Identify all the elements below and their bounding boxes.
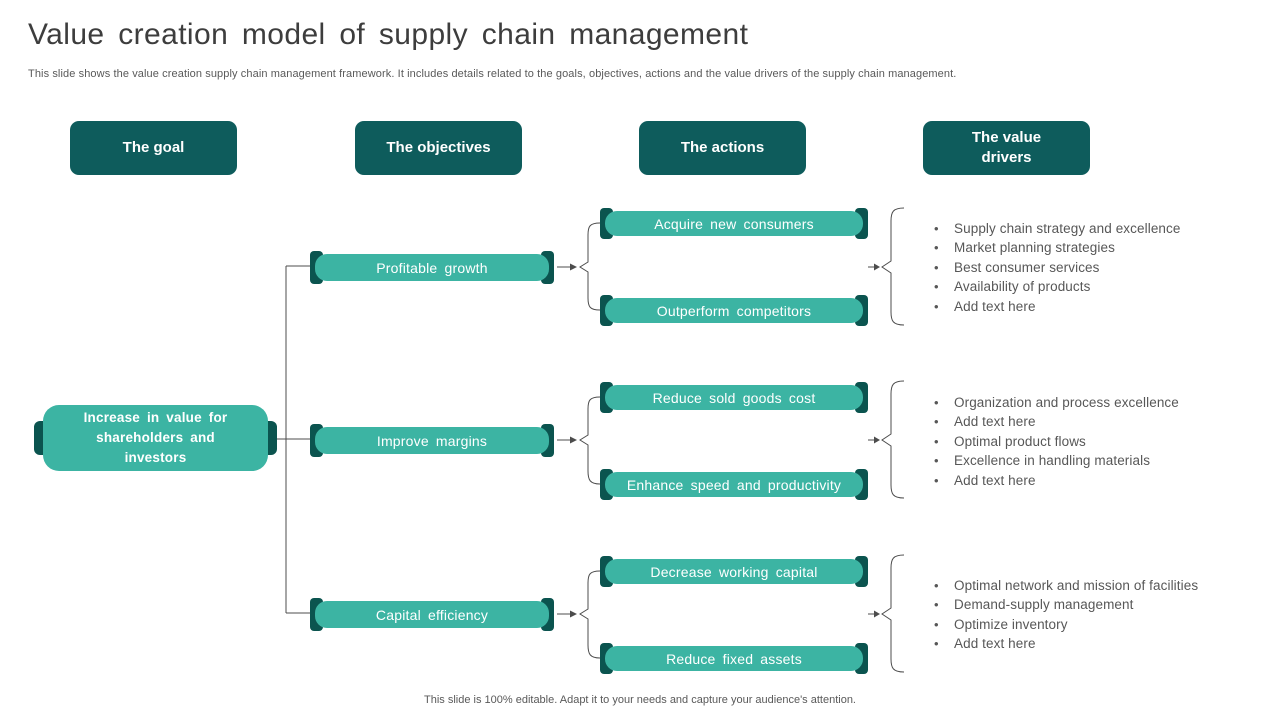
driver-item: Supply chain strategy and excellence bbox=[932, 219, 1232, 239]
goal-box-label: Increase in value for shareholders and i… bbox=[43, 405, 268, 471]
brace-right-2 bbox=[881, 380, 905, 499]
slide-subtitle: This slide shows the value creation supp… bbox=[28, 68, 957, 80]
driver-item: Organization and process excellence bbox=[932, 393, 1232, 413]
driver-item: Best consumer services bbox=[932, 258, 1232, 278]
driver-item: Availability of products bbox=[932, 277, 1232, 297]
action-box-acquire-new-consumers[interactable]: Acquire new consumers bbox=[600, 208, 868, 239]
driver-item: Market planning strategies bbox=[932, 238, 1232, 258]
driver-item: Demand-supply management bbox=[932, 595, 1232, 615]
brace-left-2 bbox=[579, 396, 601, 485]
objective-label: Profitable growth bbox=[315, 254, 549, 281]
driver-item: Add text here bbox=[932, 412, 1232, 432]
objective-box-improve-margins[interactable]: Improve margins bbox=[310, 424, 554, 457]
goal-box[interactable]: Increase in value for shareholders and i… bbox=[34, 405, 277, 471]
objective-box-capital-efficiency[interactable]: Capital efficiency bbox=[310, 598, 554, 631]
actions-arrow-2 bbox=[868, 436, 880, 444]
page-title: Value creation model of supply chain man… bbox=[28, 18, 749, 51]
objective-label: Capital efficiency bbox=[315, 601, 549, 628]
value-drivers-list-1: Supply chain strategy and excellence Mar… bbox=[932, 219, 1232, 316]
driver-item: Optimize inventory bbox=[932, 615, 1232, 635]
brace-left-1 bbox=[579, 222, 601, 311]
brace-left-3 bbox=[579, 570, 601, 659]
driver-item: Add text here bbox=[932, 471, 1232, 491]
objective-label: Improve margins bbox=[315, 427, 549, 454]
column-header-goal-label: The goal bbox=[122, 138, 185, 156]
objective-box-profitable-growth[interactable]: Profitable growth bbox=[310, 251, 554, 284]
driver-item: Excellence in handling materials bbox=[932, 451, 1232, 471]
actions-arrow-1 bbox=[868, 263, 880, 271]
slide-footer: This slide is 100% editable. Adapt it to… bbox=[424, 694, 856, 706]
action-label: Reduce sold goods cost bbox=[605, 385, 863, 410]
action-label: Enhance speed and productivity bbox=[605, 472, 863, 497]
action-box-reduce-sold-goods-cost[interactable]: Reduce sold goods cost bbox=[600, 382, 868, 413]
action-box-decrease-working-capital[interactable]: Decrease working capital bbox=[600, 556, 868, 587]
value-drivers-list-3: Optimal network and mission of facilitie… bbox=[932, 576, 1232, 654]
brace-right-3 bbox=[881, 554, 905, 673]
goal-tree-connector bbox=[277, 265, 310, 614]
driver-item: Optimal network and mission of facilitie… bbox=[932, 576, 1232, 596]
column-header-objectives[interactable]: The objectives bbox=[355, 121, 522, 175]
action-label: Decrease working capital bbox=[605, 559, 863, 584]
actions-arrow-3 bbox=[868, 610, 880, 618]
objective-arrow-2 bbox=[557, 436, 577, 444]
action-label: Outperform competitors bbox=[605, 298, 863, 323]
column-header-actions[interactable]: The actions bbox=[639, 121, 806, 175]
action-label: Acquire new consumers bbox=[605, 211, 863, 236]
column-header-goal[interactable]: The goal bbox=[70, 121, 237, 175]
value-drivers-list-2: Organization and process excellence Add … bbox=[932, 393, 1232, 490]
action-label: Reduce fixed assets bbox=[605, 646, 863, 671]
column-header-actions-label: The actions bbox=[680, 138, 765, 156]
driver-item: Optimal product flows bbox=[932, 432, 1232, 452]
action-box-outperform-competitors[interactable]: Outperform competitors bbox=[600, 295, 868, 326]
objective-arrow-1 bbox=[557, 263, 577, 271]
driver-item: Add text here bbox=[932, 634, 1232, 654]
action-box-reduce-fixed-assets[interactable]: Reduce fixed assets bbox=[600, 643, 868, 674]
column-header-value-drivers[interactable]: The value drivers bbox=[923, 121, 1090, 175]
brace-right-1 bbox=[881, 207, 905, 326]
objective-arrow-3 bbox=[557, 610, 577, 618]
action-box-enhance-speed-productivity[interactable]: Enhance speed and productivity bbox=[600, 469, 868, 500]
driver-item: Add text here bbox=[932, 297, 1232, 317]
column-header-objectives-label: The objectives bbox=[386, 138, 491, 156]
column-header-value-drivers-label: The value drivers bbox=[971, 128, 1042, 166]
